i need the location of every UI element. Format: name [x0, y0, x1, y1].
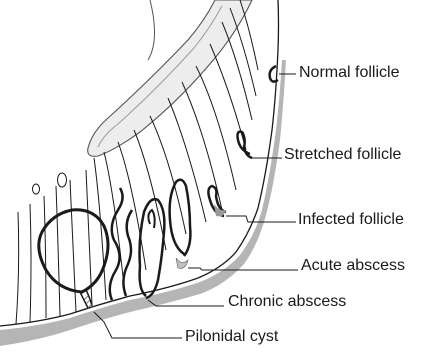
label-normal-follicle: Normal follicle: [299, 64, 399, 82]
chronic-abscess-loop: [148, 210, 154, 228]
acute-abscess-dots: [176, 258, 188, 268]
acute-abscess-shape: [170, 180, 191, 256]
stretched-follicle-shape: [238, 132, 253, 158]
sinus-tract-2: [123, 210, 132, 296]
label-pilonidal-cyst: Pilonidal cyst: [185, 328, 278, 346]
coccyx-bone: [88, 0, 252, 156]
label-acute-abscess: Acute abscess: [301, 257, 405, 275]
sinus-tract: [110, 188, 123, 300]
label-stretched-follicle: Stretched follicle: [284, 146, 401, 164]
small-circle-1: [33, 184, 40, 194]
small-circle-2: [58, 173, 67, 187]
chronic-abscess-shape: [140, 199, 165, 298]
label-chronic-abscess: Chronic abscess: [228, 293, 346, 311]
label-infected-follicle: Infected follicle: [298, 211, 404, 229]
coccyx-bone-edge: [148, 0, 155, 60]
